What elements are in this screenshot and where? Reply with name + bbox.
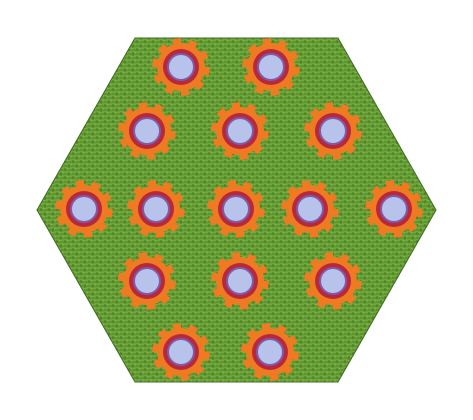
hole-center — [257, 53, 285, 81]
hole-center — [296, 195, 324, 223]
hole-center — [226, 117, 254, 145]
hole-center — [319, 117, 347, 145]
board-hole[interactable] — [211, 252, 269, 310]
board-hole[interactable] — [118, 102, 176, 160]
board-hole[interactable] — [118, 252, 176, 310]
board-hole[interactable] — [207, 180, 265, 238]
board-hole[interactable] — [152, 323, 210, 381]
hole-center — [167, 53, 195, 81]
board-hole[interactable] — [281, 180, 339, 238]
hole-center — [142, 195, 170, 223]
board-hole[interactable] — [365, 180, 423, 238]
hole-center — [256, 338, 284, 366]
hole-center — [380, 195, 408, 223]
hole-center — [167, 338, 195, 366]
board-hole[interactable] — [241, 323, 299, 381]
board-hole[interactable] — [304, 102, 362, 160]
hole-center — [133, 267, 161, 295]
hole-center — [222, 195, 250, 223]
board-hole[interactable] — [242, 38, 300, 96]
hole-center — [226, 267, 254, 295]
hole-center — [133, 117, 161, 145]
board-hole[interactable] — [211, 102, 269, 160]
hole-center — [319, 267, 347, 295]
board-hole[interactable] — [304, 252, 362, 310]
hole-center — [70, 195, 98, 223]
holes-layer — [55, 38, 423, 381]
board-hole[interactable] — [152, 38, 210, 96]
board-hole[interactable] — [127, 180, 185, 238]
board-hole[interactable] — [55, 180, 113, 238]
